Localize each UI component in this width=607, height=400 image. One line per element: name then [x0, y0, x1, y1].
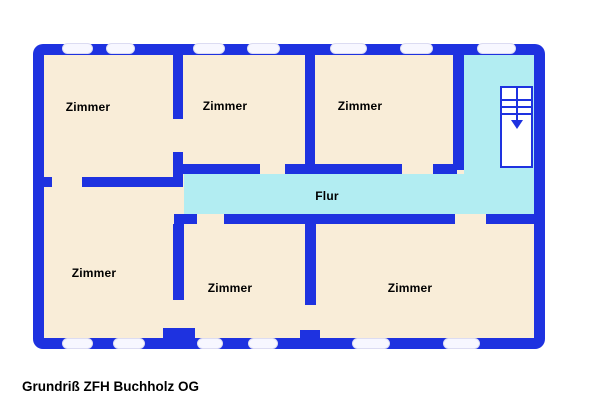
exterior-wall	[33, 44, 545, 349]
window-marker	[477, 43, 516, 54]
stair-direction-line	[516, 88, 518, 121]
room-label-top-right: Zimmer	[337, 99, 383, 113]
wall-topmiddle-topright	[305, 55, 315, 174]
room-label-top-left: Zimmer	[65, 100, 111, 114]
wall-corridor-bottom-left	[174, 214, 197, 224]
window-marker	[113, 338, 145, 349]
room-label-top-middle: Zimmer	[202, 99, 248, 113]
window-marker	[197, 338, 223, 349]
staircase	[500, 86, 533, 168]
wall-topleft-topmiddle-upper	[173, 55, 183, 119]
room-label-bottom-right: Zimmer	[387, 281, 433, 295]
window-marker	[247, 43, 280, 54]
window-marker	[106, 43, 135, 54]
window-marker	[400, 43, 433, 54]
wall-corridor-bottom-middle	[224, 214, 455, 224]
window-marker	[193, 43, 225, 54]
corridor-label: Flur	[315, 189, 339, 203]
window-marker	[248, 338, 278, 349]
window-marker	[62, 338, 93, 349]
window-marker	[62, 43, 93, 54]
wall-topleft-bottomleft	[82, 177, 183, 187]
plan-caption: Grundriß ZFH Buchholz OG	[22, 379, 199, 394]
room-label-bottom-left: Zimmer	[71, 266, 117, 280]
wall-bottommiddle-bottomright	[305, 224, 316, 305]
stairs-down-arrow-icon	[511, 120, 523, 129]
wall-bottomleft-bottommiddle	[173, 224, 184, 300]
window-marker	[443, 338, 480, 349]
wall-corridor-bottom-right	[486, 214, 534, 224]
room-label-bottom-middle: Zimmer	[207, 281, 253, 295]
wall-corridor-top-right	[433, 164, 457, 174]
wall-bottomleft-doorjamb	[163, 328, 195, 338]
wall-stairhall-divider	[453, 55, 464, 170]
wall-corridor-top-left	[173, 164, 260, 174]
window-marker	[352, 338, 390, 349]
window-marker	[330, 43, 367, 54]
wall-corridor-top-middle	[285, 164, 402, 174]
wall-bottomright-doorjamb	[300, 330, 320, 338]
wall-leftrooms-doorjamb	[44, 177, 52, 187]
